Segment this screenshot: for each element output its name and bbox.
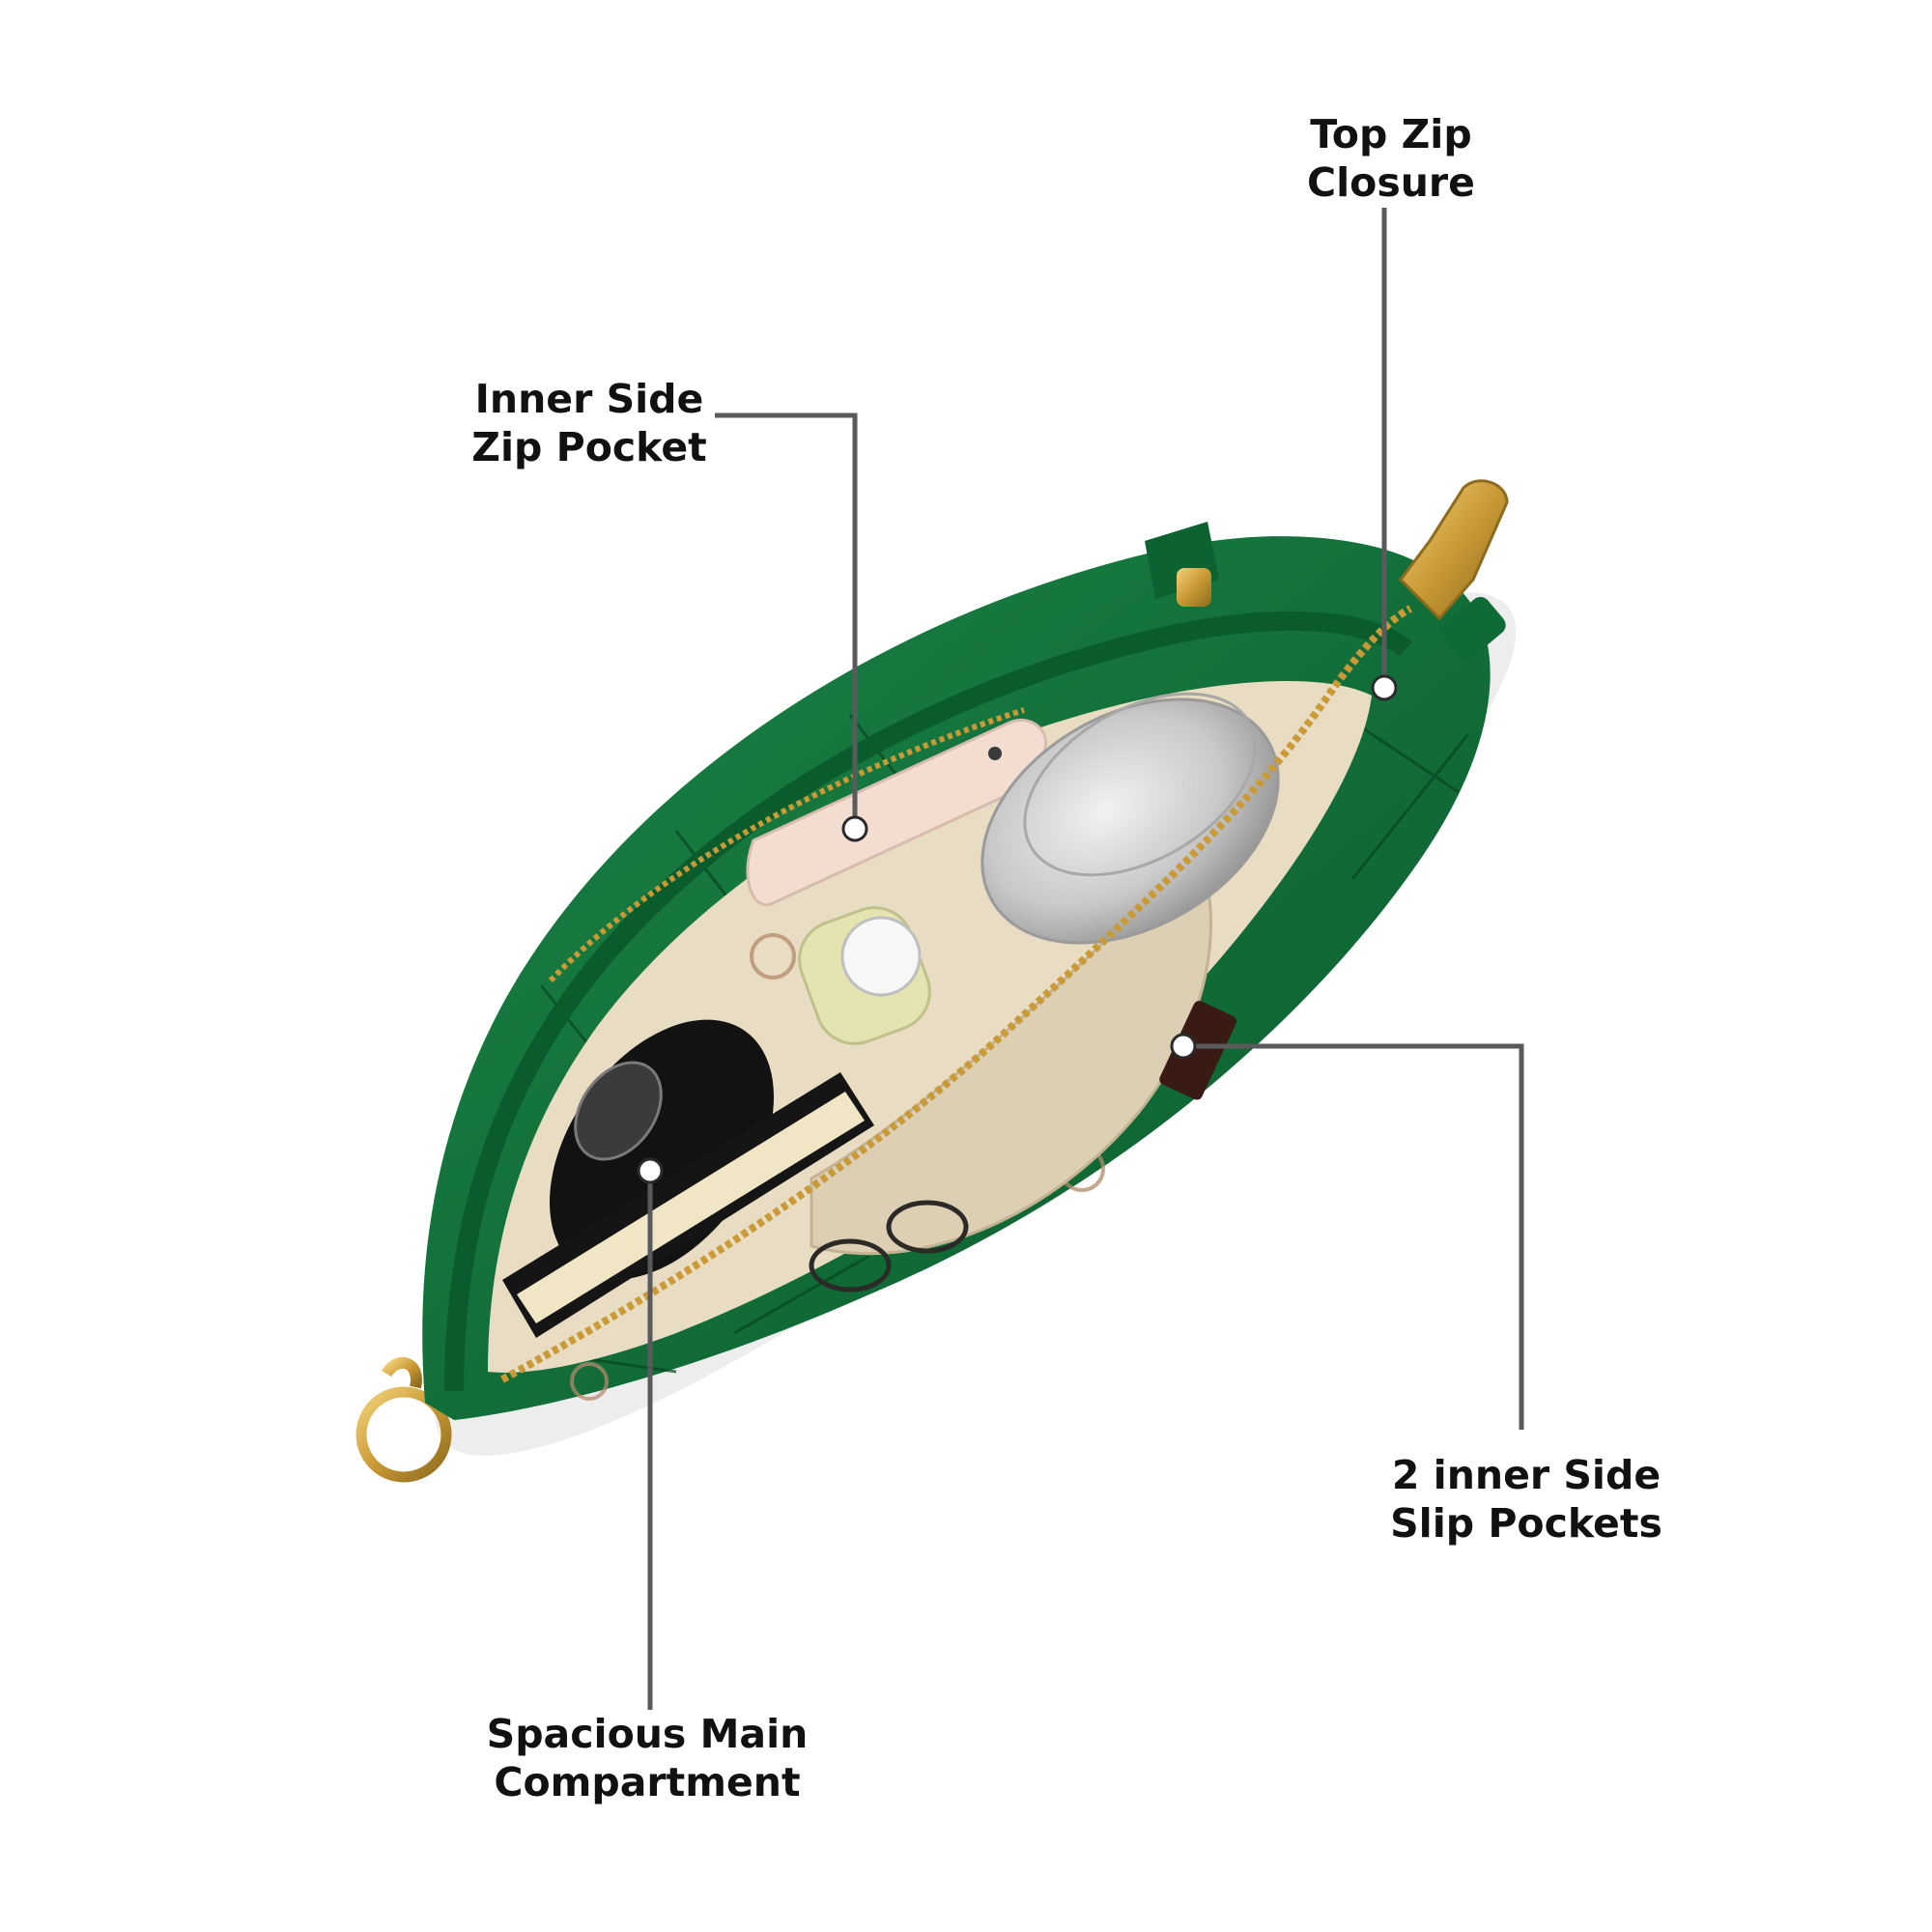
callout-top-zip-line2: Closure <box>1307 159 1475 206</box>
perfume-bottle <box>798 906 931 1045</box>
pointer-dot-main <box>637 1157 664 1184</box>
pointer-dot-inner-zip <box>841 815 868 842</box>
leader-lines <box>647 208 1524 1710</box>
callout-inner-zip-line1: Inner Side <box>474 376 704 422</box>
round-tin <box>980 692 1280 945</box>
sunglasses <box>809 1200 969 1293</box>
callout-slip-line2: Slip Pockets <box>1390 1500 1662 1547</box>
callout-main-line1: Spacious Main <box>486 1711 809 1757</box>
pointer-dot-top-zip <box>1371 674 1398 701</box>
smartphone <box>746 719 1047 907</box>
bag-rim <box>444 611 1412 1392</box>
callout-main-compartment: Spacious Main Compartment <box>483 1710 811 1806</box>
pointer-dot-slip-pockets <box>1170 1033 1197 1060</box>
d-ring <box>355 1356 452 1483</box>
callout-inner-zip-line2: Zip Pocket <box>471 424 707 470</box>
top-zipper <box>500 605 1412 1383</box>
zip-puller <box>1399 479 1509 660</box>
callout-slip-line1: 2 inner Side <box>1391 1452 1662 1498</box>
inner-pocket-zipper <box>548 707 1025 983</box>
pointer-dots <box>637 674 1398 1184</box>
leader-line-slip-pockets <box>1183 1043 1524 1430</box>
callout-slip-pockets: 2 inner Side Slip Pockets <box>1372 1451 1681 1548</box>
rear-strap-tab <box>1145 522 1219 607</box>
lipstick <box>1159 1001 1237 1100</box>
leader-line-inner-zip <box>715 412 858 826</box>
callout-top-zip-line1: Top Zip <box>1310 111 1472 157</box>
callout-inner-side-zip-pocket: Inner Side Zip Pocket <box>454 375 724 471</box>
callout-main-line2: Compartment <box>494 1759 801 1805</box>
callout-top-zip-closure: Top Zip Closure <box>1275 110 1507 207</box>
notebook <box>502 1072 874 1338</box>
